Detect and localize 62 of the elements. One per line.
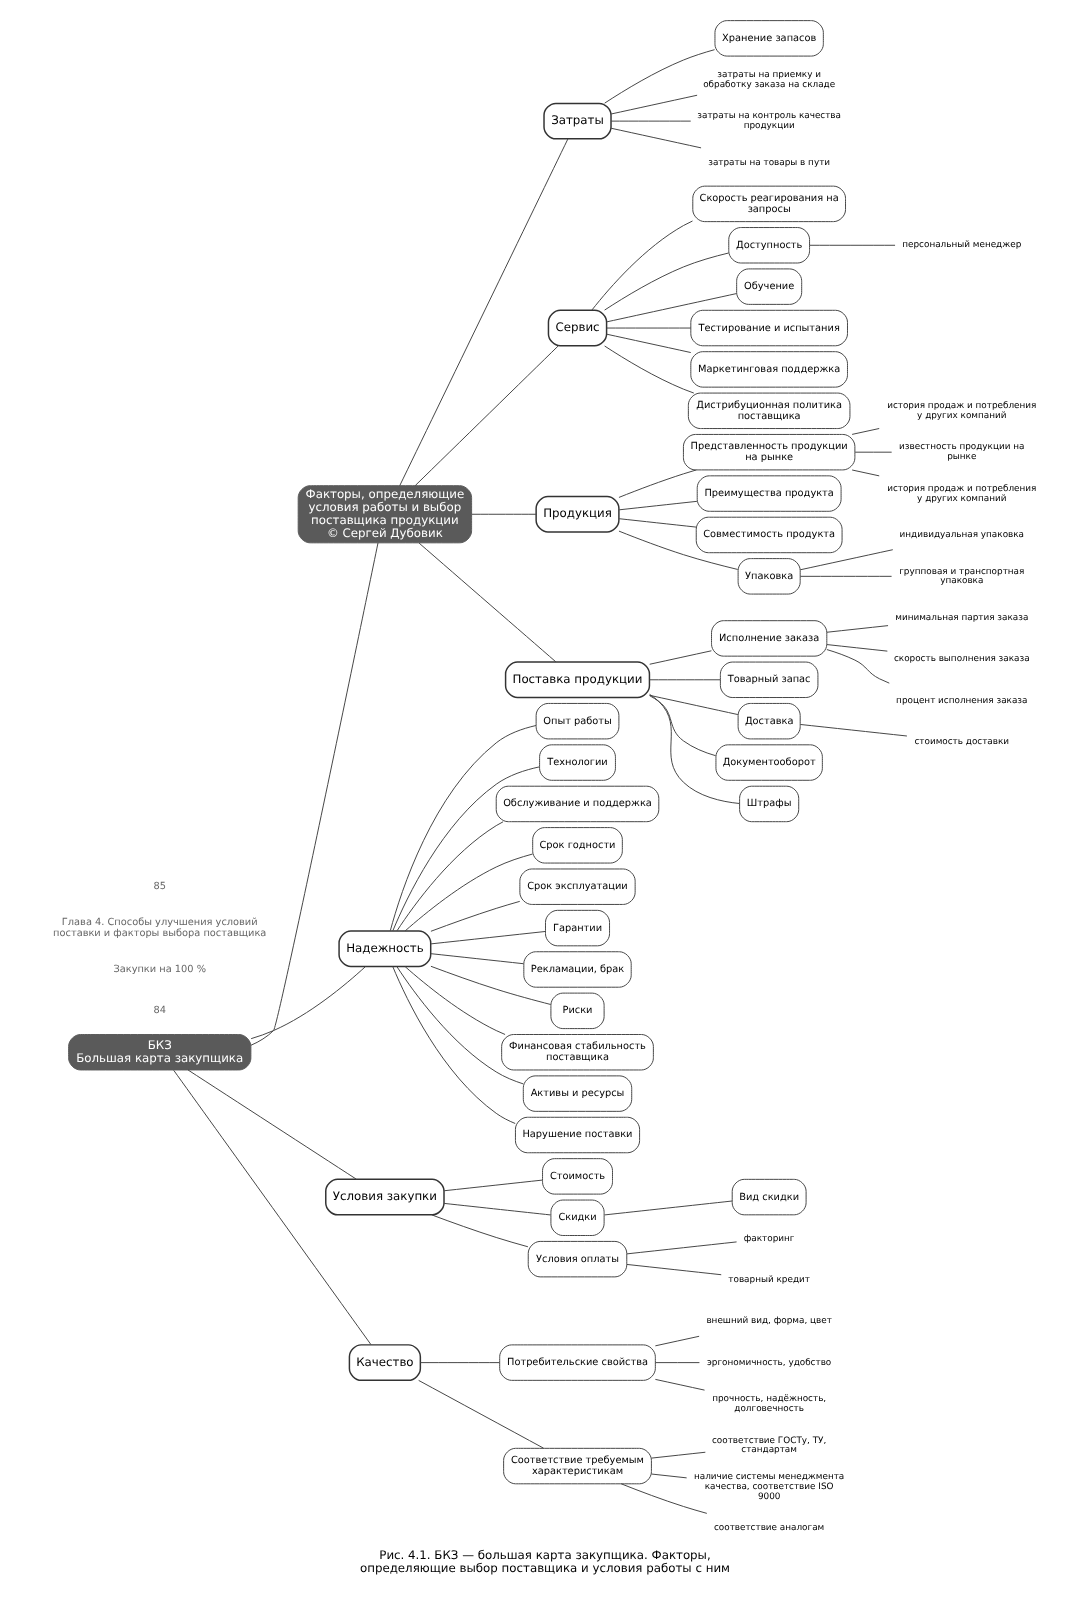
connector <box>443 1202 552 1216</box>
connector <box>851 469 880 477</box>
connector <box>419 1362 501 1364</box>
connector <box>392 766 540 932</box>
connector <box>471 513 537 515</box>
connector <box>626 1263 722 1276</box>
connector <box>418 1379 545 1449</box>
connector <box>854 451 893 453</box>
connector <box>649 693 740 804</box>
connector <box>649 695 717 757</box>
connector <box>591 220 693 311</box>
connector <box>396 821 504 932</box>
connector <box>404 966 506 1035</box>
connector <box>610 120 692 122</box>
connector <box>187 1069 357 1180</box>
connector <box>826 625 889 633</box>
connector <box>851 428 880 435</box>
connector <box>809 244 896 246</box>
connector <box>604 345 695 394</box>
connector <box>604 49 716 104</box>
connector <box>606 333 692 354</box>
connector <box>651 1451 706 1459</box>
connector <box>430 953 525 965</box>
connector <box>173 1069 372 1346</box>
connector <box>649 694 739 716</box>
connector <box>603 1200 733 1216</box>
connector <box>654 1378 706 1391</box>
connector <box>606 327 692 329</box>
connector <box>250 966 366 1040</box>
connector <box>396 966 524 1085</box>
connector <box>443 1179 543 1192</box>
connector <box>610 127 702 149</box>
connector <box>430 965 552 1005</box>
connector <box>618 530 739 570</box>
connector <box>649 650 712 665</box>
connector <box>799 723 908 737</box>
connector <box>606 293 737 323</box>
connector <box>404 853 534 932</box>
connector <box>826 649 890 684</box>
connector <box>799 549 894 571</box>
connector <box>618 500 698 511</box>
connector <box>654 1362 700 1364</box>
connector <box>250 542 379 1046</box>
connector <box>418 542 557 663</box>
connector <box>399 138 569 487</box>
connector <box>610 94 698 115</box>
connector <box>799 575 893 577</box>
connector <box>651 1473 688 1479</box>
connector <box>604 252 730 311</box>
connector <box>649 679 721 681</box>
connector <box>618 518 697 528</box>
connector <box>654 1335 700 1347</box>
connector <box>430 900 521 932</box>
connector <box>626 1241 738 1255</box>
connector <box>826 644 888 652</box>
connector <box>392 966 516 1124</box>
connector <box>430 930 546 945</box>
connector <box>414 345 559 487</box>
connector <box>618 469 697 498</box>
connector <box>431 1214 529 1248</box>
connector <box>620 1483 708 1514</box>
connector <box>389 725 537 932</box>
